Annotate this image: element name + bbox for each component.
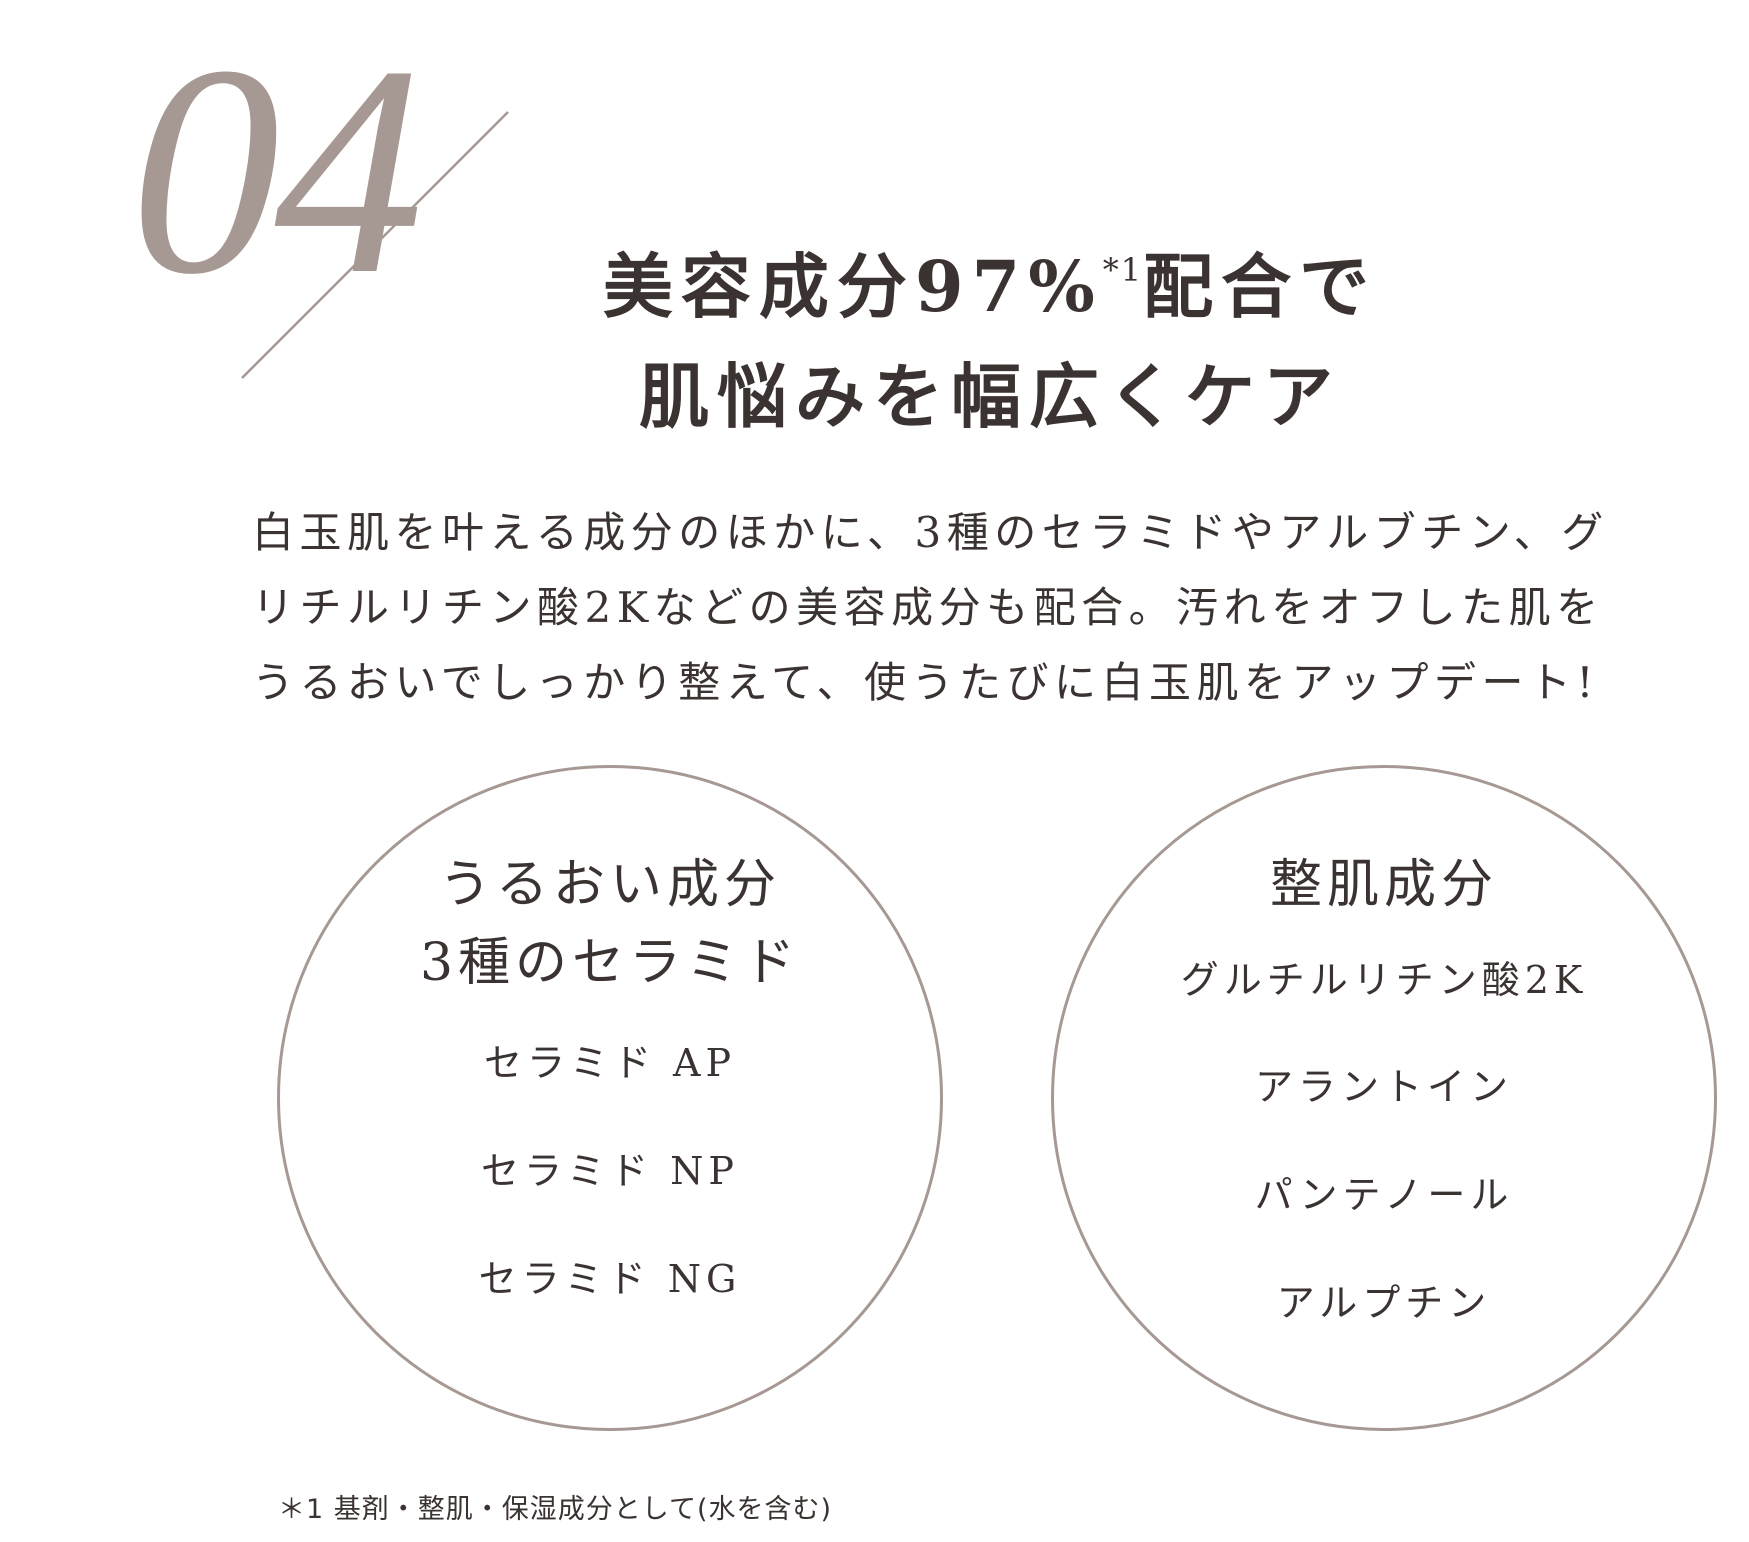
headline-line-1-start: 美容成分97%	[602, 245, 1103, 328]
moisture-ingredient-item: セラミド NP	[481, 1149, 739, 1193]
skin-circle-title: 整肌成分	[1054, 846, 1714, 924]
skin-ingredient-item: アラントイン	[1254, 1065, 1513, 1109]
footnote: ＊1 基剤・整肌・保湿成分として(水を含む)	[278, 1494, 833, 1525]
headline: 美容成分97%*1配合で 肌悩みを幅広くケア	[540, 215, 1440, 452]
skin-conditioning-ingredients-circle: 整肌成分 グルチルリチン酸2K アラントイン パンテノール アルプチン	[1051, 765, 1717, 1431]
headline-line-1: 美容成分97%*1配合で	[540, 215, 1440, 342]
section-number: 04	[130, 4, 424, 336]
skin-circle-title-text: 整肌成分	[1269, 855, 1498, 915]
moisture-circle-title-line-2: 3種のセラミド	[419, 933, 801, 993]
skin-ingredient-item: アルプチン	[1276, 1281, 1492, 1325]
skin-ingredient-item: パンテノール	[1254, 1173, 1514, 1217]
body-copy-line: うるおいでしっかり整えて、使うたびに白玉肌をアップデート!	[252, 658, 1599, 707]
headline-line-2: 肌悩みを幅広くケア	[639, 355, 1341, 438]
footnote-reference-mark: *1	[1102, 251, 1144, 289]
body-copy: 白玉肌を叶える成分のほかに、3種のセラミドやアルブチン、グ リチルリチン酸2Kな…	[252, 495, 1742, 720]
body-copy-line: 白玉肌を叶える成分のほかに、3種のセラミドやアルブチン、グ	[252, 508, 1609, 557]
moisture-ingredient-item: セラミド AP	[483, 1041, 737, 1085]
moisture-ingredient-item: セラミド NG	[478, 1257, 742, 1301]
moisture-ingredients-circle: うるおい成分 3種のセラミド セラミド AP セラミド NP セラミド NG	[277, 765, 943, 1431]
headline-line-1-end: 配合で	[1143, 245, 1378, 328]
body-copy-line: リチルリチン酸2Kなどの美容成分も配合。汚れをオフした肌を	[252, 583, 1604, 632]
moisture-circle-title-line-1: うるおい成分	[438, 855, 781, 915]
moisture-circle-title: うるおい成分 3種のセラミド	[280, 846, 940, 1002]
skin-ingredient-item: グルチルリチン酸2K	[1180, 958, 1588, 1002]
